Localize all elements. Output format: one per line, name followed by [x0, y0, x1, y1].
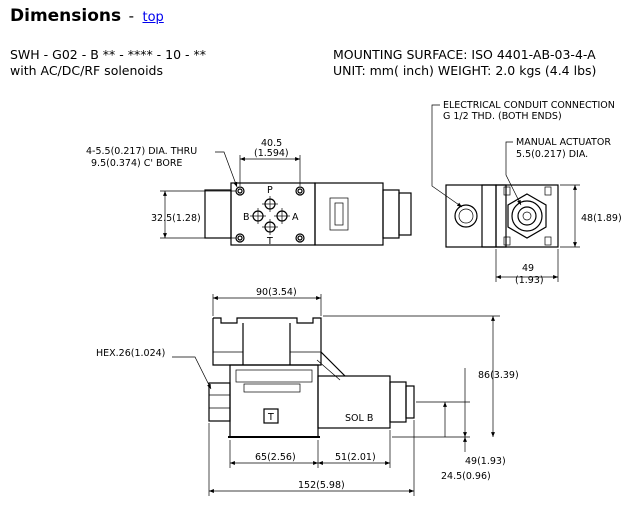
unit-weight: UNIT: mm( inch) WEIGHT: 2.0 kgs (4.4 lbs…	[333, 63, 597, 78]
end-view: ELECTRICAL CONDUIT CONNECTION G 1/2 THD.…	[431, 100, 622, 286]
port-a-label: A	[292, 212, 299, 223]
conduit-port-circle	[454, 204, 478, 228]
front-view-port-t-plate	[263, 408, 279, 424]
top-view-window-inner	[334, 202, 344, 226]
top-view: P B A T 40.5 (1.594) 4-5.5(0.217) DIA. T…	[86, 138, 412, 247]
bolt-hole	[237, 235, 243, 241]
spec-left: SWH - G02 - B ** - **** - 10 - ** with A…	[10, 47, 206, 79]
end-view-body-left	[445, 184, 507, 248]
dim-height-48: 48(1.89)	[581, 213, 622, 224]
dim-width-90: 90(3.54)	[256, 287, 297, 298]
page-title: Dimensions	[10, 6, 122, 26]
bolt-callout-line2: 9.5(0.374) C' BORE	[91, 158, 182, 169]
bolt-hole	[295, 233, 305, 243]
dim-length-152: 152(5.98)	[298, 480, 345, 491]
bolt-hole	[237, 188, 243, 194]
dim-height-49: 49(1.93)	[465, 456, 506, 467]
dim-depth-49-mm: 49	[522, 263, 534, 274]
hex-callout: HEX.26(1.024)	[96, 348, 165, 359]
dim-height-86: 86(3.39)	[478, 370, 519, 381]
bolt-hole	[295, 186, 305, 196]
front-view-label-plate	[243, 383, 301, 393]
top-view-window	[329, 197, 349, 231]
front-view-port-t: T	[267, 412, 274, 423]
front-view-connector-box	[212, 317, 322, 366]
title-separator: -	[128, 7, 135, 25]
front-view-left-hex	[208, 382, 231, 422]
bolt-hole	[235, 186, 245, 196]
top-view-solenoid	[314, 182, 384, 246]
bolt-hole	[297, 235, 303, 241]
top-view-left-solenoid	[204, 189, 232, 239]
bolt-callout-line1: 4-5.5(0.217) DIA. THRU	[86, 146, 197, 157]
front-view: T SOL B HEX.26(1.024) 90(3.54) 86(3.39) …	[96, 287, 519, 496]
front-view-body	[229, 364, 319, 438]
port-p-label: P	[267, 185, 273, 196]
conduit-callout-line1: ELECTRICAL CONDUIT CONNECTION	[443, 100, 615, 111]
actuator-callout-line1: MANUAL ACTUATOR	[516, 137, 611, 148]
model-code: SWH - G02 - B ** - **** - 10 - **	[10, 47, 207, 62]
front-view-cable	[320, 351, 346, 377]
solenoid-note: with AC/DC/RF solenoids	[10, 63, 163, 78]
end-view-divider	[481, 184, 497, 248]
port-b-label: B	[243, 212, 250, 223]
actuator-callout-line2: 5.5(0.217) DIA.	[516, 149, 588, 160]
conduit-callout-line2: G 1/2 THD. (BOTH ENDS)	[443, 111, 562, 122]
bolt-hole	[235, 233, 245, 243]
sol-b-label: SOL B	[345, 413, 373, 424]
dim-length-51: 51(2.01)	[335, 452, 376, 463]
manual-actuator-circle	[511, 200, 543, 232]
dim-depth-49-in: (1.93)	[515, 275, 544, 286]
manual-actuator-hex	[507, 193, 547, 239]
dim-length-65: 65(2.56)	[255, 452, 296, 463]
dim-width-32-5: 32.5(1.28)	[151, 213, 201, 224]
front-view-solenoid-cap	[389, 381, 407, 423]
top-view-coil-cap	[382, 189, 400, 239]
top-link[interactable]: top	[142, 10, 164, 25]
dim-height-24-5: 24.5(0.96)	[441, 471, 491, 482]
dim-port-spacing-in: (1.594)	[254, 148, 289, 159]
top-view-hex-nut	[398, 192, 412, 236]
spec-right: MOUNTING SURFACE: ISO 4401-AB-03-4-A UNI…	[333, 47, 596, 79]
port-t-label: T	[266, 236, 273, 247]
mounting-surface: MOUNTING SURFACE: ISO 4401-AB-03-4-A	[333, 47, 596, 62]
front-view-solenoid-nut	[405, 385, 415, 419]
dimensions-heading: Dimensions - top	[10, 6, 164, 26]
bolt-hole	[297, 188, 303, 194]
dim-port-spacing-mm: 40.5	[261, 138, 282, 149]
